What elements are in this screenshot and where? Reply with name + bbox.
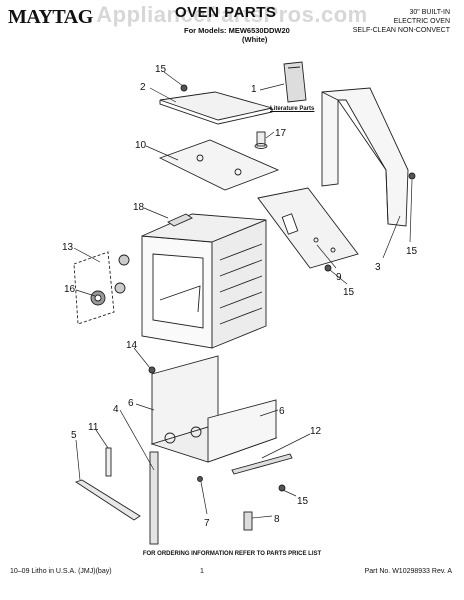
watermark: AppliancePartsPros.com — [96, 2, 368, 27]
callout-label: 1 — [251, 84, 257, 95]
callout-label: 9 — [336, 272, 342, 283]
callout-numbers: 15 2 1 17 10 18 13 16 3 9 15 15 14 6 4 6… — [62, 64, 418, 529]
callout-label: 3 — [375, 262, 381, 273]
callout-label: 15 — [343, 287, 355, 298]
callout-label: 15 — [406, 246, 418, 257]
literature-parts-label: Literature Parts — [270, 106, 315, 112]
literature-booklet — [283, 61, 307, 103]
mounting-bracket — [243, 511, 253, 531]
page-title: OVEN PARTS — [175, 4, 277, 21]
callout-label: 17 — [275, 128, 287, 139]
callout-label: 6 — [128, 398, 134, 409]
callout-label: 14 — [126, 340, 138, 351]
callout-label: 5 — [71, 430, 77, 441]
callout-label: 12 — [310, 426, 322, 437]
vent-tube — [254, 131, 268, 149]
callout-label: 18 — [133, 202, 145, 213]
print-info: 10–09 Litho in U.S.A. (JMJ)(bay) — [10, 568, 112, 575]
side-strip — [74, 447, 141, 521]
callout-label: 16 — [64, 284, 76, 295]
desc-line-1: 30" BUILT-IN — [409, 9, 450, 16]
callout-label: 6 — [279, 406, 285, 417]
model-color: (White) — [242, 35, 268, 44]
callout-label: 11 — [88, 422, 99, 433]
insulation-strip — [149, 451, 159, 545]
bottom-frame — [150, 355, 278, 463]
callout-label: 8 — [274, 514, 280, 525]
back-panel — [257, 187, 359, 269]
knob-group — [73, 251, 130, 325]
door-latch — [167, 213, 193, 227]
top-panel — [159, 91, 273, 125]
callout-label: 15 — [297, 496, 309, 507]
slide-rail — [231, 453, 293, 475]
desc-line-2: ELECTRIC OVEN — [393, 18, 450, 25]
ordering-note: FOR ORDERING INFORMATION REFER TO PARTS … — [142, 551, 322, 557]
leader-lines — [73, 71, 413, 519]
callout-label: 15 — [155, 64, 167, 75]
trim-frame — [321, 87, 409, 227]
callout-label: 7 — [204, 518, 210, 529]
callout-label: 4 — [113, 404, 119, 415]
callout-label: 10 — [135, 140, 147, 151]
desc-line-3: SELF-CLEAN NON-CONVECT — [352, 27, 450, 34]
part-number: Part No. W10298933 Rev. A — [364, 568, 452, 575]
callout-label: 13 — [62, 242, 74, 253]
oven-cavity — [141, 213, 267, 349]
screws — [148, 84, 416, 492]
brand-logo: MAYTAG — [8, 6, 93, 28]
product-description: 30" BUILT-IN ELECTRIC OVEN SELF-CLEAN NO… — [353, 8, 450, 35]
page-number: 1 — [200, 568, 204, 575]
insulation-pad — [158, 139, 280, 191]
callout-label: 2 — [140, 82, 146, 93]
model-number: For Models: MEW6530DDW20 — [184, 26, 290, 35]
